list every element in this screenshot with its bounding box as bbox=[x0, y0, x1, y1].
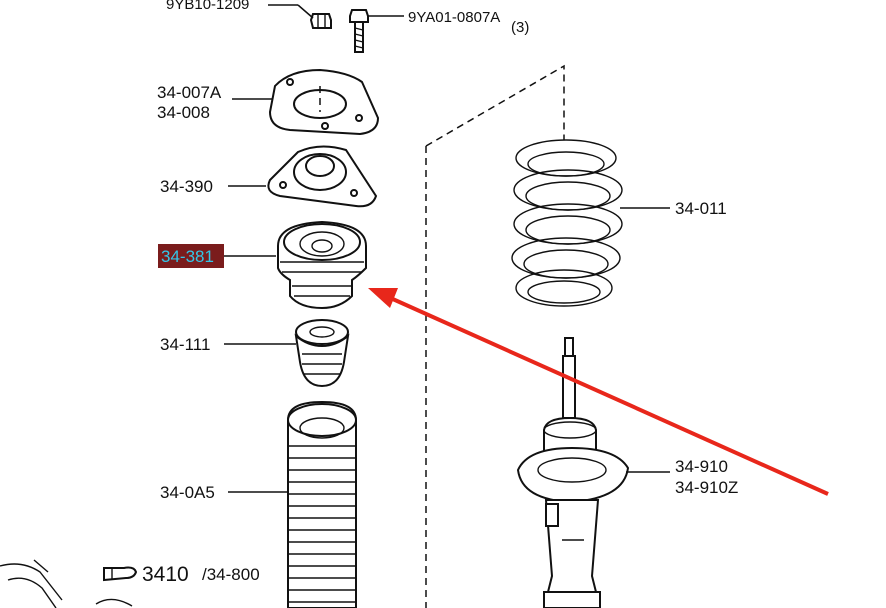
mount-label: 34-390 bbox=[160, 177, 213, 196]
bump-stop-part bbox=[294, 319, 350, 388]
dust-boot-part bbox=[287, 400, 357, 608]
bearing-part bbox=[277, 220, 367, 310]
annotation-arrow bbox=[368, 288, 829, 496]
bearing-label-highlight bbox=[158, 244, 224, 268]
reference-main-label: 3410 bbox=[142, 563, 189, 586]
nut-label: 9YB10-1209 bbox=[166, 0, 249, 13]
reference-sub-label: /34-800 bbox=[202, 565, 260, 584]
pointing-hand-icon bbox=[103, 566, 138, 582]
spring-assembly-outline bbox=[425, 64, 565, 608]
boot-label: 34-0A5 bbox=[160, 483, 215, 502]
nut-part bbox=[309, 13, 332, 29]
bump-stop-label: 34-111 bbox=[160, 335, 210, 354]
plate-label-b: 34-008 bbox=[157, 103, 210, 122]
plate-label-a: 34-007A bbox=[157, 83, 222, 102]
spring-label: 34-011 bbox=[675, 199, 727, 218]
reinforcement-plate-part bbox=[268, 68, 380, 136]
strut-label-b: 34-910Z bbox=[675, 478, 738, 497]
linkage-fragment bbox=[0, 559, 133, 608]
strut-mount-part bbox=[267, 145, 378, 208]
bolt-part bbox=[349, 9, 369, 53]
coil-spring-part bbox=[511, 139, 623, 307]
bolt-label: 9YA01-0807A bbox=[408, 9, 500, 26]
nut-leader-2 bbox=[297, 4, 314, 19]
bearing-label: 34-381 bbox=[161, 247, 214, 266]
strut-part bbox=[516, 337, 630, 608]
bolt-quantity: (3) bbox=[511, 19, 529, 36]
strut-label-a: 34-910 bbox=[675, 457, 728, 476]
